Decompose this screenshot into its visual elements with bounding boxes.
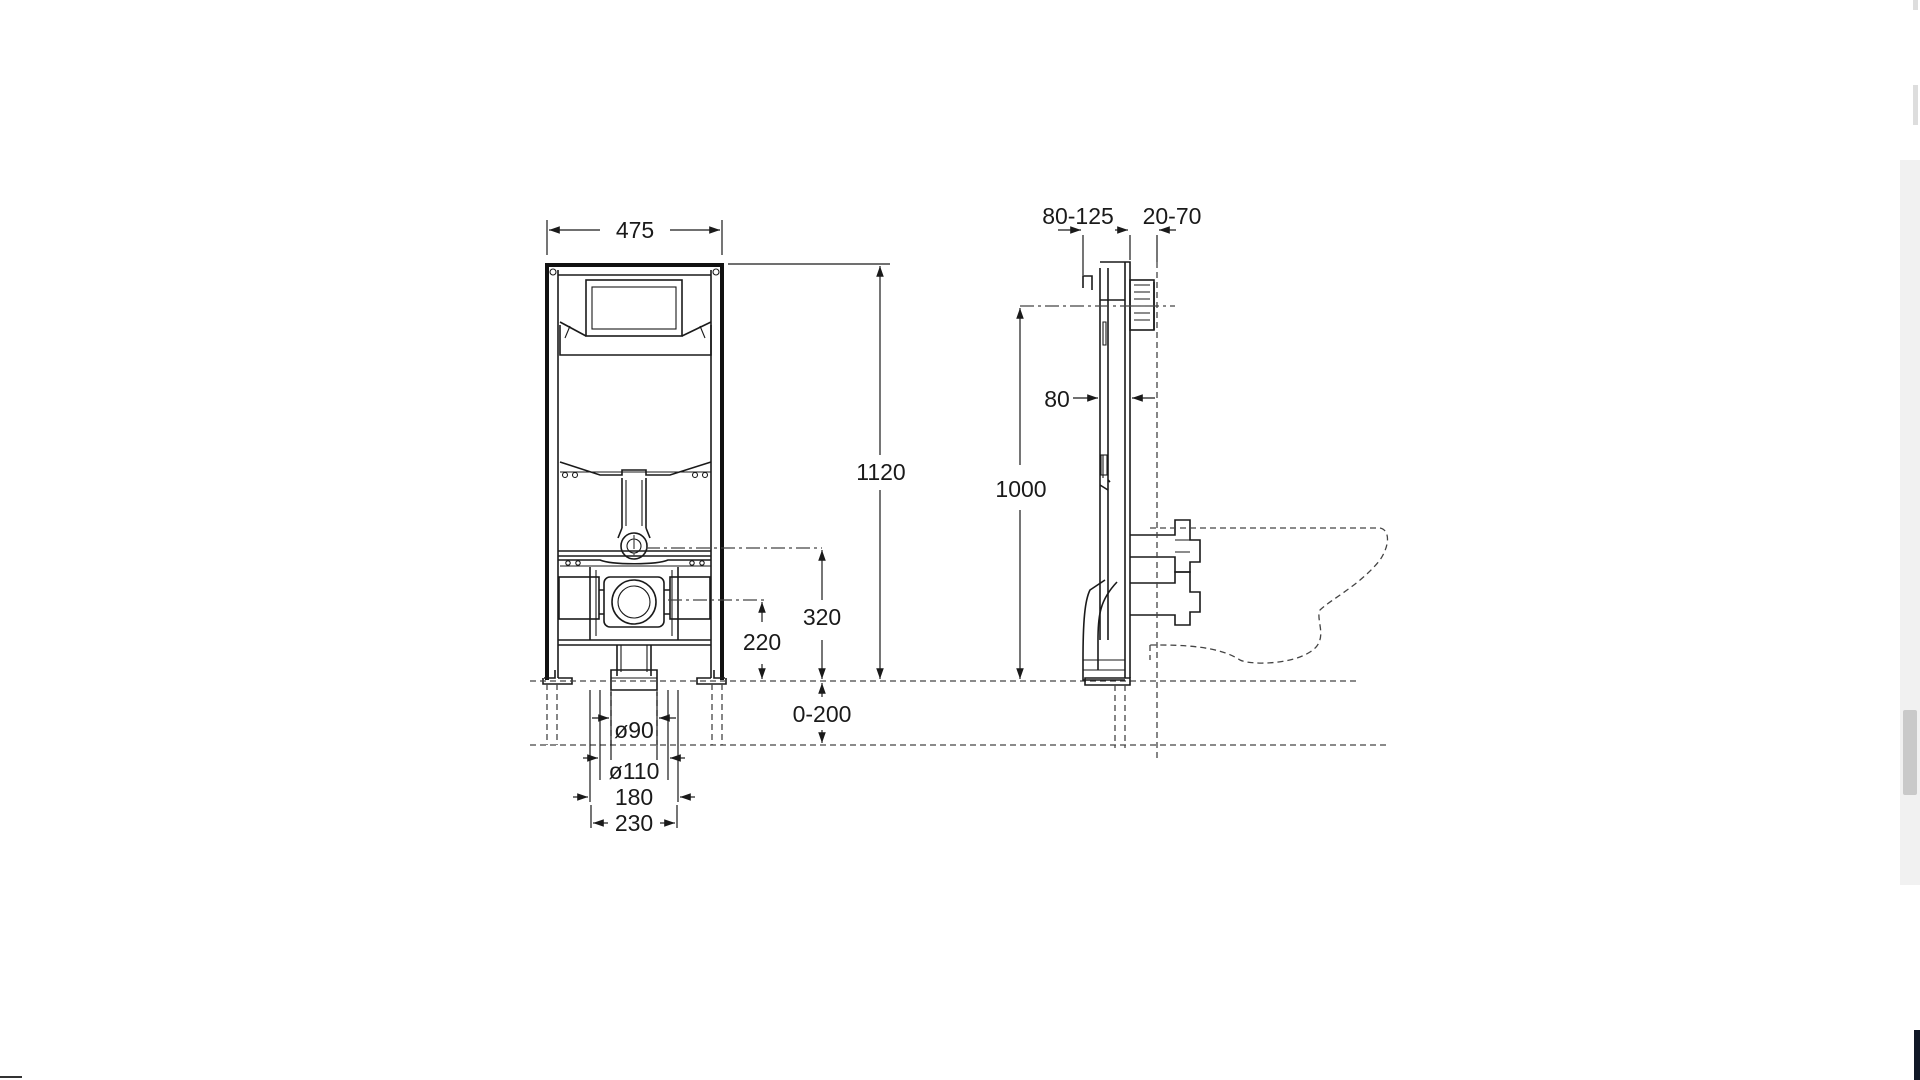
dim-inlet-offset: 80 [1044, 386, 1070, 412]
dim-feet-outer: 230 [615, 810, 653, 836]
dim-outlet-height: 220 [743, 629, 781, 655]
window-edge [1913, 0, 1918, 10]
dim-pipe-outer: ø110 [609, 758, 660, 784]
front-view: 475 1120 320 220 0-200 ø90 ø110 180 [530, 217, 1390, 836]
dim-top-right: 20-70 [1143, 203, 1202, 229]
dim-top-left: 80-125 [1042, 203, 1114, 229]
scrollbar-track[interactable] [1900, 160, 1920, 885]
window-edge [0, 1076, 22, 1078]
dim-flush-center: 320 [803, 604, 841, 630]
taskbar-corner [1914, 1030, 1920, 1080]
dim-floor-adjust: 0-200 [793, 701, 852, 727]
side-view: 80-125 20-70 80 1000 [995, 203, 1389, 760]
scrollbar-thumb[interactable] [1903, 710, 1917, 795]
dim-feet-inner: 180 [615, 784, 653, 810]
dim-pipe-inner: ø90 [614, 717, 654, 743]
dim-width: 475 [616, 217, 654, 243]
dim-mount-height: 1000 [995, 476, 1046, 502]
dim-height: 1120 [856, 459, 905, 485]
window-edge [1913, 85, 1918, 125]
